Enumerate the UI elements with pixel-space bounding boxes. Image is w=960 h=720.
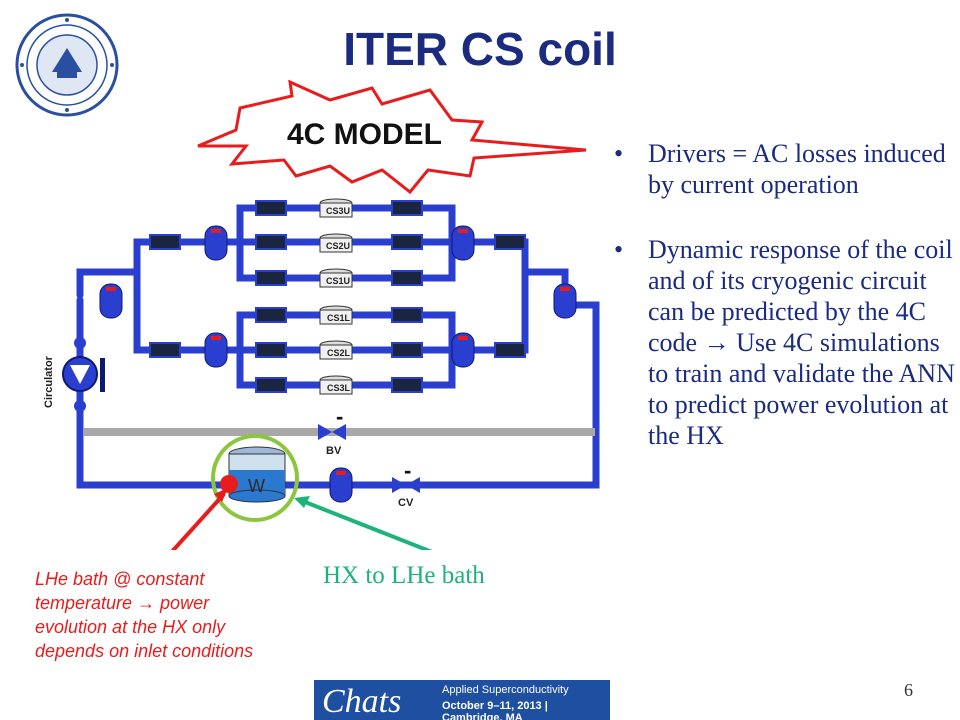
green-annotation-arrow bbox=[299, 498, 433, 550]
bullet-text: Drivers = AC losses induced by current o… bbox=[648, 139, 946, 199]
coil-label: CS1L bbox=[327, 313, 351, 323]
bypass-valve-sign: - bbox=[336, 404, 343, 429]
control-valve bbox=[392, 477, 420, 493]
coil-label: CS2L bbox=[327, 348, 351, 358]
model-badge-star bbox=[197, 80, 587, 195]
control-valve-label: CV bbox=[398, 497, 414, 509]
coil-cs1u: CS1U bbox=[319, 268, 353, 288]
bullet-marker: • bbox=[614, 235, 624, 264]
page-number: 6 bbox=[904, 680, 913, 700]
cryogenic-circuit-diagram: 4C MODEL CS3U CS2U CS1U CS1L CS2L CS3L bbox=[43, 80, 600, 550]
university-seal-logo bbox=[15, 13, 119, 117]
red-annotation-arrow bbox=[170, 492, 226, 550]
hx-symbol: W bbox=[248, 476, 265, 496]
lhe-bath-note: LHe bath @ constant temperature → power … bbox=[35, 569, 254, 661]
circulator-pump bbox=[62, 337, 105, 412]
coil-stack: CS3U CS2U CS1U CS1L CS2L CS3L bbox=[319, 198, 353, 395]
bullet-marker: • bbox=[614, 139, 624, 168]
coil-label: CS3L bbox=[327, 383, 351, 393]
hx-label: HX to LHe bath bbox=[323, 562, 485, 589]
bullet-text: Dynamic response of the coil and of its … bbox=[648, 235, 955, 450]
coil-cs2u: CS2U bbox=[319, 233, 353, 253]
bullet-dynamic-response: • Dynamic response of the coil and of it… bbox=[608, 234, 958, 451]
coil-cs1l: CS1L bbox=[319, 305, 353, 325]
model-badge-label: 4C MODEL bbox=[287, 118, 442, 151]
coil-label: CS1U bbox=[326, 276, 350, 286]
bullet-list: • Drivers = AC losses induced by current… bbox=[608, 138, 958, 485]
conference-dates: October 9–11, 2013 | Cambridge, MA bbox=[442, 700, 548, 720]
junction-volumes bbox=[99, 225, 577, 503]
pipe-segments bbox=[149, 200, 526, 393]
chats-logo: Chats bbox=[322, 683, 402, 720]
hx-inlet-red-dot bbox=[220, 475, 238, 493]
coil-label: CS2U bbox=[326, 241, 350, 251]
hx-highlight-ring bbox=[211, 434, 299, 522]
conference-name: Applied Superconductivity bbox=[442, 684, 569, 696]
conference-banner: Chats Applied Superconductivity October … bbox=[314, 680, 610, 720]
coil-cs3u: CS3U bbox=[319, 198, 353, 218]
coil-label: CS3U bbox=[326, 206, 350, 216]
coil-cs2l: CS2L bbox=[319, 340, 353, 360]
slide-title: ITER CS coil bbox=[343, 23, 617, 75]
coil-cs3l: CS3L bbox=[319, 375, 353, 395]
bypass-valve-label: BV bbox=[326, 445, 342, 457]
circulator-label: Circulator bbox=[43, 355, 55, 408]
bullet-drivers: • Drivers = AC losses induced by current… bbox=[608, 138, 958, 200]
control-valve-sign: - bbox=[404, 458, 411, 483]
bypass-valve bbox=[318, 424, 346, 440]
